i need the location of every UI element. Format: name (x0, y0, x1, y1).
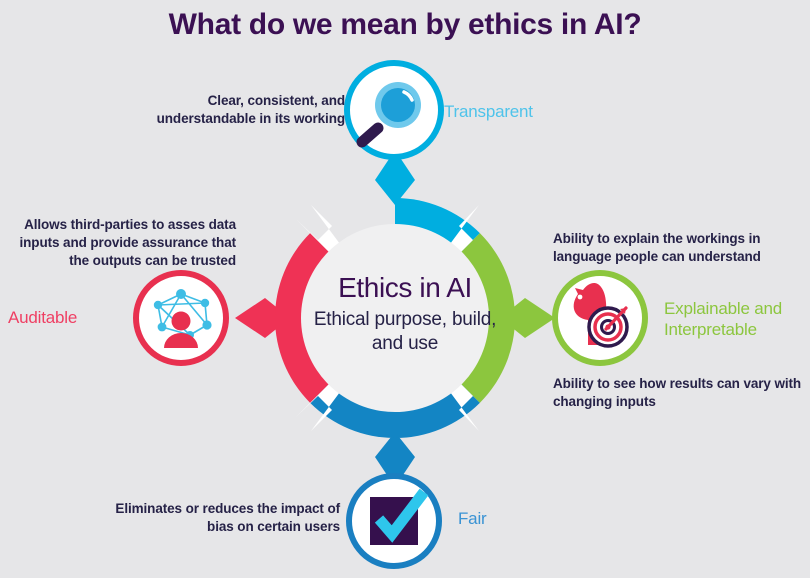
arrow-up-transparent (375, 150, 415, 205)
description-transparent: Clear, consistent, and understandable in… (156, 93, 345, 127)
center-subheading: Ethical purpose, build, and use (313, 309, 497, 355)
label-transparent: Transparent (444, 102, 533, 121)
description-explainable-bottom: Ability to see how results can vary with… (553, 376, 802, 410)
page-title: What do we mean by ethics in AI? (168, 8, 642, 41)
knight-target-icon (573, 283, 629, 348)
checkbox-check-icon (370, 488, 429, 545)
node-fair[interactable] (346, 473, 442, 569)
center-heading: Ethics in AI (338, 272, 472, 303)
label-explainable: Explainable and Interpretable (664, 299, 782, 340)
center-ring (275, 198, 515, 438)
node-auditable[interactable] (133, 270, 229, 366)
description-explainable-top: Ability to explain the workings in langu… (553, 231, 761, 265)
network-person-icon (153, 289, 212, 348)
description-auditable: Allows third-parties to asses data input… (19, 217, 237, 269)
magnifier-icon (356, 82, 421, 148)
label-auditable: Auditable (8, 308, 78, 327)
description-fair: Eliminates or reduces the impact of bias… (115, 501, 340, 535)
node-transparent[interactable] (344, 60, 444, 160)
label-fair: Fair (458, 509, 487, 528)
arrow-down-fair (375, 432, 415, 487)
node-explainable[interactable] (552, 270, 648, 366)
